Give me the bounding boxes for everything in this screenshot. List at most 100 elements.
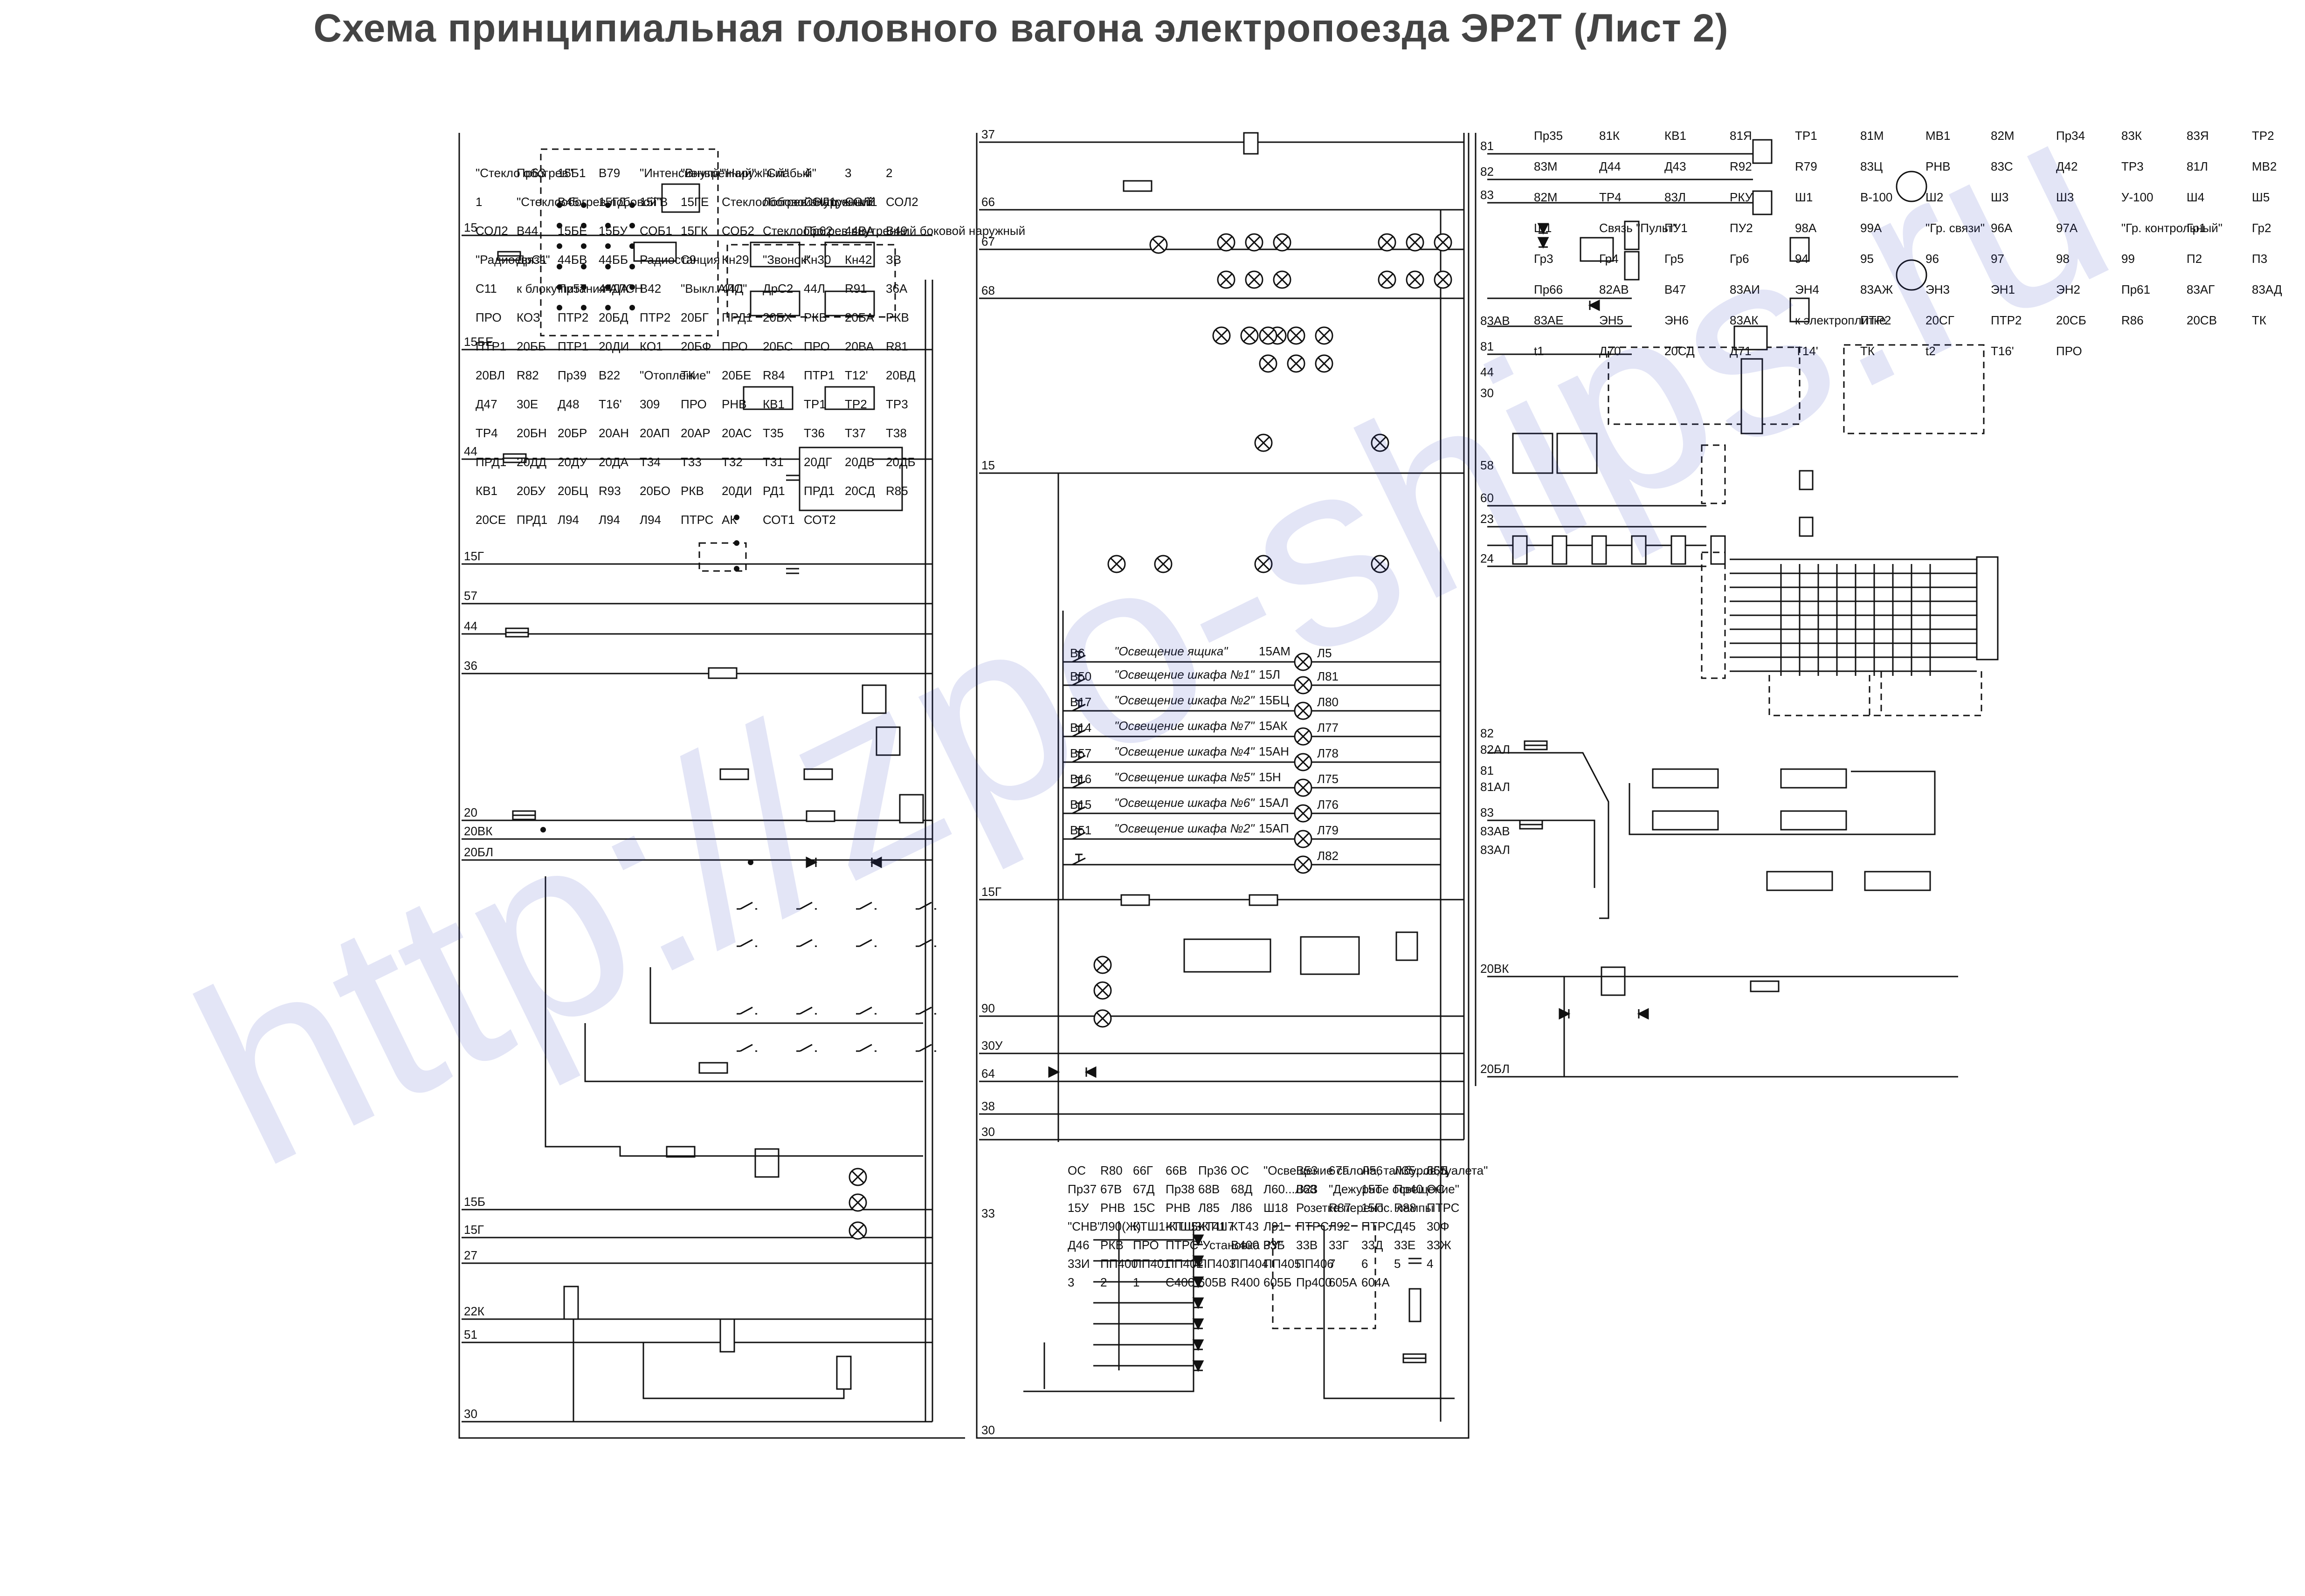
schematic-label: 82	[1480, 165, 1494, 179]
relay-TR1	[1752, 139, 1773, 164]
schematic-label: 33В	[1296, 1238, 1318, 1252]
junction-dot	[734, 515, 739, 520]
wire-line	[1318, 357, 1331, 370]
schematic-label: Л94	[640, 513, 661, 527]
schematic-label: R87	[1329, 1201, 1351, 1215]
junction-dot	[557, 202, 562, 208]
junction-dot	[581, 264, 587, 269]
schematic-label: Гр5	[1664, 252, 1684, 266]
schematic-label: В44	[517, 224, 538, 238]
schematic-label: ПП402	[1166, 1257, 1203, 1271]
schematic-label: Л94	[599, 513, 620, 527]
schematic-label: Ш3	[1991, 190, 2008, 204]
diode-icon	[1048, 1066, 1060, 1078]
schematic-label: 20СГ	[1925, 313, 1954, 327]
schematic-label: Л5	[1317, 646, 1332, 660]
schematic-label: "Радиосвязь"	[476, 253, 550, 267]
schematic-label: 7	[1329, 1257, 1335, 1271]
wire-path	[1323, 1226, 1455, 1399]
relay-PRD1	[754, 1148, 780, 1178]
schematic-label: Ш5	[2252, 190, 2270, 204]
schematic-label: Л75	[1317, 772, 1339, 786]
bell-ZV	[698, 542, 747, 572]
schematic-label: 15У	[1068, 1201, 1089, 1215]
schematic-label: П3	[2252, 252, 2267, 266]
wire-path	[976, 133, 1470, 1439]
wire-line	[1262, 329, 1275, 342]
wire-line	[1380, 236, 1394, 249]
schematic-label: R86	[2121, 313, 2144, 327]
schematic-label: ПТР2	[1860, 313, 1891, 327]
speaker-Gr	[1552, 535, 1567, 565]
schematic-label: Т16'	[599, 397, 622, 411]
wire-line	[1257, 436, 1270, 449]
schematic-label: 15БУ	[599, 224, 628, 238]
resistor	[666, 1146, 696, 1158]
wire-line	[1096, 984, 1109, 997]
schematic-label: СОЛ2	[886, 195, 918, 209]
resistor	[708, 667, 738, 679]
diode-icon	[1537, 223, 1549, 235]
schematic-label: Д46	[1068, 1238, 1090, 1252]
schematic-label: 20БО	[640, 484, 670, 498]
wire-line	[1373, 436, 1387, 449]
schematic-label: 15АМ	[1259, 644, 1291, 658]
schematic-label: 15	[981, 458, 995, 472]
schematic-label: ЭН4	[1795, 282, 1819, 296]
diode-icon	[1192, 1276, 1204, 1288]
heater-EN	[1780, 810, 1847, 831]
switch-PU2	[1556, 433, 1598, 474]
schematic-label: Л77	[1317, 721, 1339, 735]
schematic-label: "Дежурное освещение"	[1329, 1182, 1459, 1196]
coil-SOL2b	[824, 290, 875, 316]
schematic-label: 33	[981, 1206, 995, 1220]
schematic-label: Т36	[804, 426, 825, 440]
diode-icon	[806, 856, 818, 868]
schematic-label: Пр66	[1534, 282, 1563, 296]
schematic-label: t1	[1534, 344, 1544, 358]
schematic-label: "Освещение шкафа №2"	[1114, 693, 1255, 707]
junction-dot	[605, 202, 611, 208]
schematic-label: 20БЛ	[464, 845, 493, 859]
schematic-label: ОС	[1427, 1182, 1445, 1196]
wire-line	[859, 939, 872, 947]
schematic-label: 15Л	[1259, 667, 1280, 681]
schematic-label: КТШ5-КТШ7	[1166, 1219, 1234, 1233]
schematic-label: РКВ	[681, 484, 704, 498]
schematic-label: КО1	[640, 339, 663, 353]
schematic-label: 83АК	[1730, 313, 1758, 327]
wire-path	[726, 244, 896, 318]
schematic-label: СОЛ1	[804, 195, 836, 209]
resistor	[1624, 220, 1640, 250]
schematic-label: 38	[981, 1099, 995, 1113]
schematic-label: 64	[981, 1066, 995, 1080]
schematic-label: 20ДУ	[558, 455, 587, 469]
schematic-label: 15Г	[981, 885, 1001, 899]
heater-EN	[1766, 871, 1833, 891]
schematic-label: 83АЛ	[1480, 843, 1510, 857]
schematic-label: Д71	[1730, 344, 1752, 358]
schematic-label: 20ВК	[1480, 962, 1509, 976]
schematic-label: Д70	[1599, 344, 1621, 358]
diode-icon	[870, 856, 882, 868]
wire-line	[919, 939, 932, 947]
schematic-label: ПТР2	[1991, 313, 2022, 327]
schematic-label: 44	[1480, 365, 1494, 379]
schematic-label: Пр39	[558, 368, 587, 382]
speaker-Gr	[1591, 535, 1607, 565]
schematic-label: Л80	[1317, 695, 1339, 709]
schematic-label: Гр4	[1599, 252, 1619, 266]
schematic-label: Л92	[1329, 1219, 1350, 1233]
schematic-label: к блоку питания АЛСН	[517, 282, 643, 296]
schematic-label: "Внутренний"	[681, 166, 756, 180]
diode-body	[806, 856, 818, 868]
schematic-label: С11	[476, 282, 497, 296]
junction-dot	[557, 284, 562, 290]
schematic-label: 20БР	[558, 426, 587, 440]
wire-line	[1152, 238, 1165, 251]
heater-EN	[1864, 871, 1931, 891]
schematic-label: Ш4	[2187, 190, 2204, 204]
schematic-label: 20ДА	[599, 455, 629, 469]
schematic-label: 20СД	[1664, 344, 1695, 358]
schematic-label: Гр6	[1730, 252, 1749, 266]
